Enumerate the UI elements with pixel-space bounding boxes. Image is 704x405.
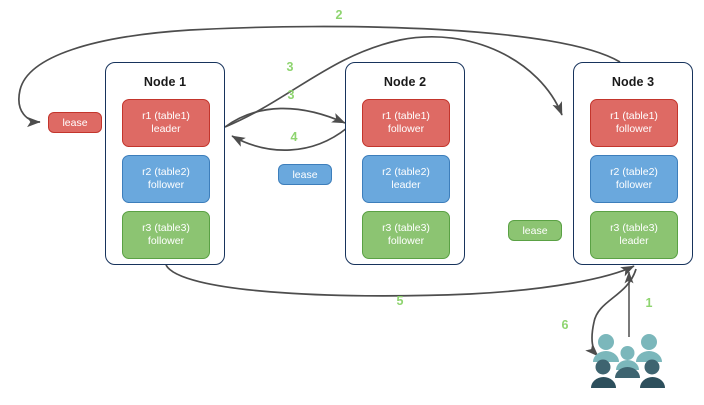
replica-name: r1 (table1) bbox=[382, 110, 430, 122]
replica-role: follower bbox=[147, 179, 185, 191]
replica-node1-r3[interactable]: r3 (table3) follower bbox=[122, 211, 210, 259]
node-box-node1[interactable]: Node 1 r1 (table1) leader r2 (table2) fo… bbox=[105, 62, 225, 265]
replica-node3-r1[interactable]: r1 (table1) follower bbox=[590, 99, 678, 147]
replica-node3-r3[interactable]: r3 (table3) leader bbox=[590, 211, 678, 259]
replica-node1-r1[interactable]: r1 (table1) leader bbox=[122, 99, 210, 147]
person-back-left bbox=[593, 334, 619, 362]
lease-chip-r3[interactable]: lease bbox=[508, 220, 562, 241]
replica-node2-r2[interactable]: r2 (table2) leader bbox=[362, 155, 450, 203]
node-box-node2[interactable]: Node 2 r1 (table1) follower r2 (table2) … bbox=[345, 62, 465, 265]
step-label-6: 6 bbox=[561, 318, 569, 332]
step-label-2: 2 bbox=[335, 8, 343, 22]
node-title: Node 3 bbox=[611, 75, 655, 89]
replica-name: r3 (table3) bbox=[142, 222, 190, 234]
edge-step-3b bbox=[224, 107, 346, 128]
replica-name: r3 (table3) bbox=[382, 222, 430, 234]
replica-role: follower bbox=[387, 123, 425, 135]
replica-node2-r1[interactable]: r1 (table1) follower bbox=[362, 99, 450, 147]
person-front-left bbox=[591, 359, 616, 388]
replica-node2-r3[interactable]: r3 (table3) follower bbox=[362, 211, 450, 259]
replica-name: r1 (table1) bbox=[610, 110, 658, 122]
step-label-3a: 3 bbox=[286, 60, 294, 74]
person-front-right bbox=[640, 359, 665, 388]
edge-step-5 bbox=[165, 264, 635, 297]
replica-role: leader bbox=[619, 235, 649, 247]
replica-role: leader bbox=[391, 179, 421, 191]
lease-chip-r2[interactable]: lease bbox=[278, 164, 332, 185]
lease-chip-r1[interactable]: lease bbox=[48, 112, 102, 133]
person-front-center bbox=[615, 367, 640, 378]
replica-node3-r2[interactable]: r2 (table2) follower bbox=[590, 155, 678, 203]
step-label-3b: 3 bbox=[287, 88, 295, 102]
replica-node1-r2[interactable]: r2 (table2) follower bbox=[122, 155, 210, 203]
step-label-4: 4 bbox=[290, 130, 298, 144]
step-label-5: 5 bbox=[396, 294, 404, 308]
node-title: Node 1 bbox=[143, 75, 187, 89]
person-back-center bbox=[616, 346, 639, 370]
replica-name: r3 (table3) bbox=[610, 222, 658, 234]
replica-name: r1 (table1) bbox=[142, 110, 190, 122]
step-label-1: 1 bbox=[645, 296, 653, 310]
replica-name: r2 (table2) bbox=[382, 166, 430, 178]
replica-name: r2 (table2) bbox=[610, 166, 658, 178]
people-group-svg bbox=[591, 334, 665, 388]
replica-role: follower bbox=[615, 179, 653, 191]
replica-name: r2 (table2) bbox=[142, 166, 190, 178]
replica-role: follower bbox=[147, 235, 185, 247]
node-title: Node 2 bbox=[383, 75, 427, 89]
replica-role: follower bbox=[387, 235, 425, 247]
node-box-node3[interactable]: Node 3 r1 (table1) follower r2 (table2) … bbox=[573, 62, 693, 265]
person-back-right bbox=[636, 334, 662, 362]
replica-role: follower bbox=[615, 123, 653, 135]
replica-role: leader bbox=[151, 123, 181, 135]
people-group-icon[interactable] bbox=[590, 332, 668, 390]
